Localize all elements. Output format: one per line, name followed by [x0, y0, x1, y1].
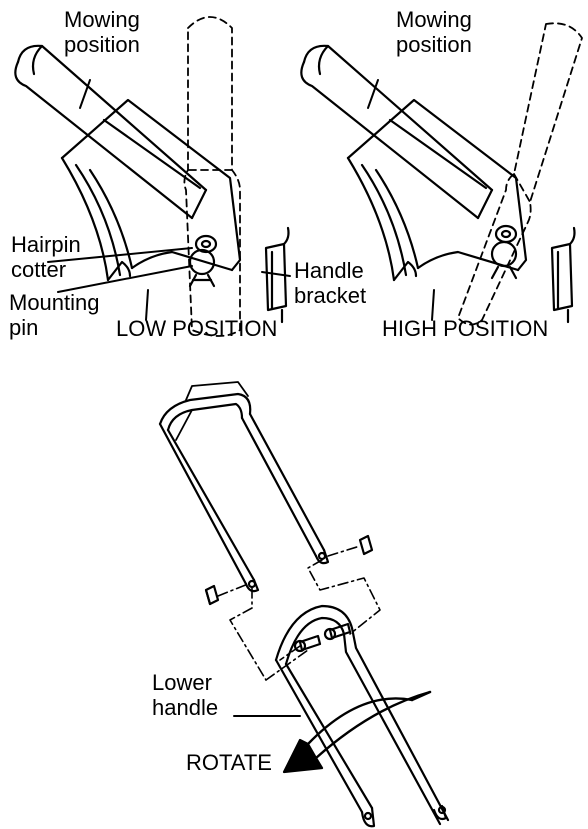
handle-tube-left — [14, 44, 208, 220]
mounting-pin-label-line2: pin — [9, 315, 39, 340]
low-position-caption: LOW POSITION — [116, 316, 278, 341]
upper-handle — [158, 381, 330, 593]
handle-bracket-plate-left — [264, 226, 290, 324]
handle-bracket-label: Handle bracket — [294, 258, 366, 308]
knob-right — [358, 534, 374, 556]
lower-handle-label-line1: Lower — [152, 670, 212, 695]
bolt-right — [323, 622, 352, 641]
hairpin-cotter-label-line1: Hairpin — [11, 232, 81, 257]
handle-bracket-body-right — [346, 98, 528, 282]
hairpin-cotter-label: Hairpin cotter — [11, 232, 81, 282]
handle-bracket-plate-right — [550, 226, 576, 324]
hairpin-cotter-label-line2: cotter — [11, 257, 67, 282]
mowing-position-label-left: Mowing position — [64, 7, 140, 57]
mowing-position-label-right: Mowing position — [396, 7, 472, 57]
mounting-pin-label-line1: Mounting — [9, 290, 100, 315]
handle-bracket-label-line1: Handle — [294, 258, 364, 283]
rotate-arrow — [282, 690, 432, 774]
handle-bracket-body-left — [60, 98, 242, 282]
rotate-label: ROTATE — [186, 750, 272, 775]
mowing-position-label-left-line1: Mowing — [64, 7, 140, 32]
mounting-pin-right — [490, 240, 518, 280]
low-position-panel — [14, 16, 291, 337]
mowing-position-label-right-line1: Mowing — [396, 7, 472, 32]
mounting-pin-label: Mounting pin — [9, 290, 100, 340]
high-position-panel — [300, 22, 583, 326]
handle-assembly — [158, 381, 450, 828]
dashed-alt-handle-right — [457, 22, 583, 326]
lower-handle-label-line2: handle — [152, 695, 219, 720]
lower-handle-label: Lower handle — [152, 670, 218, 720]
handle-bracket-label-line2: bracket — [294, 283, 367, 308]
high-position-caption: HIGH POSITION — [382, 316, 549, 341]
handle-tube-right — [300, 44, 494, 220]
knob-left — [204, 584, 220, 606]
mowing-position-label-left-line2: position — [64, 32, 140, 57]
hairpin-cotter-left — [194, 234, 218, 254]
mounting-pin-left — [188, 248, 216, 288]
alignment-lines — [217, 545, 381, 681]
mowing-position-label-right-line2: position — [396, 32, 472, 57]
bolt-left — [293, 634, 322, 653]
dashed-alt-handle-left — [183, 16, 241, 337]
lower-handle-shape — [274, 604, 450, 828]
hairpin-cotter-right — [494, 224, 518, 244]
